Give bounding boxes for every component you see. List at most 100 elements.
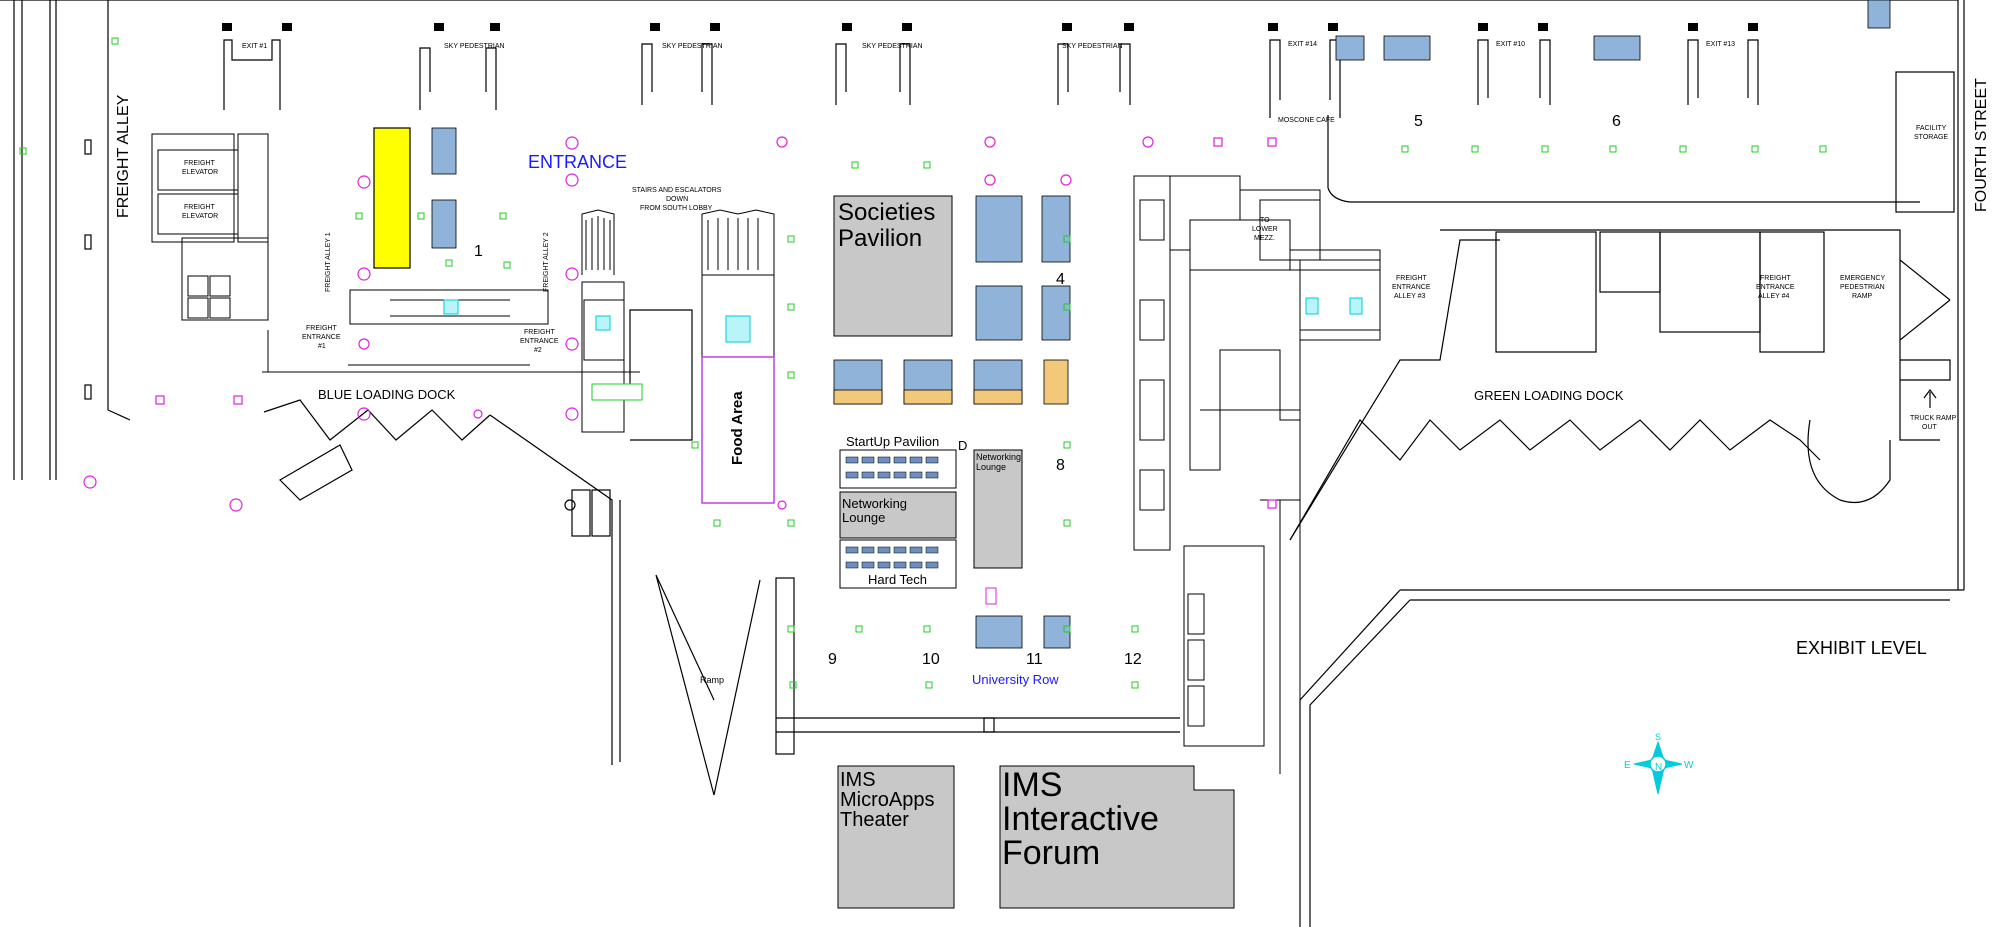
forum-1: IMS bbox=[1002, 766, 1062, 804]
to-lower-mezz-3: MEZZ. bbox=[1254, 235, 1275, 242]
magenta-marker bbox=[985, 587, 997, 605]
ims-microapps-theater[interactable] bbox=[837, 765, 955, 909]
zone-6: 6 bbox=[1612, 113, 1621, 130]
compass-e: E bbox=[1624, 760, 1631, 771]
networking-left-2: Lounge bbox=[842, 510, 885, 525]
restroom-sign-east-1 bbox=[1305, 297, 1319, 315]
compass-s: S bbox=[1655, 732, 1661, 742]
upper-east-booths[interactable] bbox=[1335, 0, 1891, 61]
west-building-edge bbox=[13, 0, 131, 480]
to-lower-mezz-1: TO bbox=[1260, 217, 1270, 224]
zone-numbers: 1 4 5 6 8 9 10 11 12 bbox=[474, 113, 1621, 668]
marker-d: D bbox=[958, 438, 967, 453]
zone-9: 9 bbox=[828, 651, 837, 668]
east-building-edge bbox=[1299, 0, 1965, 927]
ramp-label: Ramp bbox=[700, 675, 724, 685]
freight-alley-1-label: FREIGHT ALLEY 1 bbox=[325, 232, 332, 292]
arrow-up-icon bbox=[1923, 389, 1937, 408]
truck-ramp-2: OUT bbox=[1922, 424, 1938, 431]
networking-lounge-right[interactable] bbox=[973, 449, 1023, 569]
freight-entrance-2-b: ENTRANCE bbox=[520, 338, 559, 345]
truck-ramp-1: TRUCK RAMP bbox=[1910, 415, 1957, 422]
facility-storage-2: STORAGE bbox=[1914, 134, 1948, 141]
stairs-note-3: FROM SOUTH LOBBY bbox=[640, 205, 713, 212]
societies-title-2: Pavilion bbox=[838, 225, 922, 252]
info-sign bbox=[591, 383, 643, 401]
fe-alley-3-b: ENTRANCE bbox=[1392, 284, 1431, 291]
mixed-booth-row[interactable] bbox=[833, 359, 1069, 405]
university-row-label: University Row bbox=[972, 672, 1059, 687]
food-area[interactable] bbox=[701, 356, 775, 504]
moscone-cafe-label: MOSCONE CAFE bbox=[1278, 117, 1335, 124]
zone-12: 12 bbox=[1124, 651, 1142, 668]
escalators bbox=[581, 209, 775, 433]
zone-11: 11 bbox=[1026, 651, 1043, 668]
zone-1-booths[interactable] bbox=[431, 127, 457, 249]
societies-pavilion[interactable] bbox=[833, 195, 953, 337]
green-loading-dock-label: GREEN LOADING DOCK bbox=[1474, 388, 1624, 403]
to-lower-mezz-2: LOWER bbox=[1252, 226, 1278, 233]
zone-4-booths[interactable] bbox=[975, 195, 1071, 341]
green-loading-dock-outline bbox=[1289, 229, 1951, 541]
top-exits bbox=[0, 0, 1958, 118]
magenta-markers bbox=[83, 136, 1277, 512]
compass-n: N bbox=[1655, 762, 1662, 773]
facility-storage-1: FACILITY bbox=[1916, 125, 1947, 132]
zone-8: 8 bbox=[1056, 457, 1065, 474]
restroom-sign-west-2 bbox=[595, 315, 611, 331]
svg-text:SKY PEDESTRIAN: SKY PEDESTRIAN bbox=[444, 43, 505, 50]
highlighted-booth[interactable] bbox=[373, 127, 411, 269]
food-area-label: Food Area bbox=[729, 391, 746, 465]
fe-alley-4-a: FREIGHT bbox=[1760, 275, 1791, 282]
microapps-1: IMS bbox=[840, 769, 876, 791]
south-corridor bbox=[775, 577, 1180, 755]
freight-elevator-label-2: ELEVATOR bbox=[182, 169, 218, 176]
startup-booths[interactable] bbox=[845, 456, 939, 479]
freight-alley-2-label: FREIGHT ALLEY 2 bbox=[543, 232, 550, 292]
fe-alley-3-a: FREIGHT bbox=[1396, 275, 1427, 282]
west-service-core bbox=[151, 133, 640, 373]
startup-pavilion[interactable] bbox=[839, 449, 957, 489]
startup-pavilion-label: StartUp Pavilion bbox=[846, 434, 939, 449]
exit-labels: EXIT #1 EXIT #14 EXIT #10 EXIT #13 SKY P… bbox=[242, 41, 1735, 50]
compass-w: W bbox=[1684, 760, 1694, 771]
svg-text:EXIT #14: EXIT #14 bbox=[1288, 41, 1317, 48]
emergency-ramp-3: RAMP bbox=[1852, 293, 1873, 300]
fe-alley-4-b: ENTRANCE bbox=[1756, 284, 1795, 291]
hard-tech-booths[interactable] bbox=[845, 546, 939, 569]
restroom-sign-west bbox=[443, 299, 459, 315]
svg-text:SKY PEDESTRIAN: SKY PEDESTRIAN bbox=[862, 43, 923, 50]
svg-text:EXIT #1: EXIT #1 bbox=[242, 43, 267, 50]
compass-icon bbox=[1633, 740, 1683, 795]
zone-4: 4 bbox=[1056, 271, 1065, 288]
exit-door-markers bbox=[222, 23, 1758, 31]
svg-text:SKY PEDESTRIAN: SKY PEDESTRIAN bbox=[662, 43, 723, 50]
freight-alley-label: FREIGHT ALLEY bbox=[115, 94, 132, 218]
zone-1: 1 bbox=[474, 243, 483, 260]
hard-tech-label: Hard Tech bbox=[868, 572, 927, 587]
emergency-ramp-1: EMERGENCY bbox=[1840, 275, 1885, 282]
microapps-3: Theater bbox=[840, 809, 909, 831]
svg-text:EXIT #13: EXIT #13 bbox=[1706, 41, 1735, 48]
svg-text:EXIT #10: EXIT #10 bbox=[1496, 41, 1525, 48]
freight-entrance-2-a: FREIGHT bbox=[524, 329, 555, 336]
freight-entrance-2-c: #2 bbox=[534, 347, 542, 354]
stairs-note-2: DOWN bbox=[666, 196, 688, 203]
entrance-label: ENTRANCE bbox=[528, 152, 627, 172]
blue-loading-dock-label: BLUE LOADING DOCK bbox=[318, 387, 456, 402]
freight-elevator-label-4: ELEVATOR bbox=[182, 213, 218, 220]
microapps-2: MicroApps bbox=[840, 789, 934, 811]
networking-lounge-left[interactable] bbox=[839, 491, 957, 539]
university-row-booths[interactable] bbox=[975, 615, 1071, 649]
zone-10: 10 bbox=[922, 651, 940, 668]
societies-title-1: Societies bbox=[838, 199, 935, 226]
ims-interactive-forum[interactable] bbox=[999, 765, 1235, 909]
blue-loading-dock-outline bbox=[263, 309, 761, 796]
freight-entrance-1-a: FREIGHT bbox=[306, 325, 337, 332]
fourth-street-label: FOURTH STREET bbox=[1973, 78, 1990, 212]
column-markers bbox=[19, 37, 1827, 689]
emergency-ramp-2: PEDESTRIAN bbox=[1840, 284, 1885, 291]
east-service-structures bbox=[1133, 175, 1381, 774]
forum-3: Forum bbox=[1002, 834, 1100, 872]
